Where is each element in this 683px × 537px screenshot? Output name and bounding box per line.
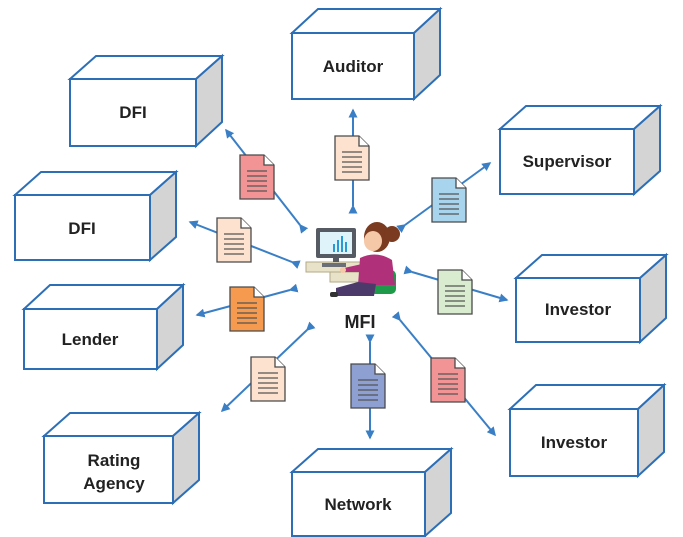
network-box: Network (289, 446, 454, 537)
investor-box-2: Investor (507, 382, 667, 479)
mfi-label: MFI (345, 312, 376, 332)
document-icon-investor-1 (437, 269, 473, 315)
dfi-box-2: DFI (12, 169, 179, 263)
rating-agency-label-line1: Rating (88, 451, 141, 470)
dfi-label-2: DFI (68, 219, 95, 238)
document-icon-auditor (334, 135, 370, 181)
document-icon-rating-agency (250, 356, 286, 402)
lender-label: Lender (62, 330, 119, 349)
supervisor-label: Supervisor (523, 152, 612, 171)
supervisor-box: Supervisor (497, 103, 663, 197)
document-icon-investor-2 (430, 357, 466, 403)
dfi-label-1: DFI (119, 103, 146, 122)
lender-box: Lender (21, 282, 186, 372)
documents (216, 135, 473, 409)
rating-agency-box: Rating Agency (41, 410, 202, 506)
dfi-box-1: DFI (67, 53, 225, 149)
document-icon-dfi-2 (216, 217, 252, 263)
rating-agency-label-line2: Agency (83, 474, 145, 493)
auditor-box: Auditor (289, 6, 443, 102)
network-label: Network (324, 495, 392, 514)
document-icon-dfi-1 (239, 154, 275, 200)
document-icon-network (350, 363, 386, 409)
investor-label-2: Investor (541, 433, 608, 452)
investor-box-1: Investor (513, 252, 669, 345)
mfi-person-computer-icon (305, 222, 400, 297)
document-icon-lender (229, 286, 265, 332)
auditor-label: Auditor (323, 57, 384, 76)
investor-label-1: Investor (545, 300, 612, 319)
document-icon-supervisor (431, 177, 467, 223)
